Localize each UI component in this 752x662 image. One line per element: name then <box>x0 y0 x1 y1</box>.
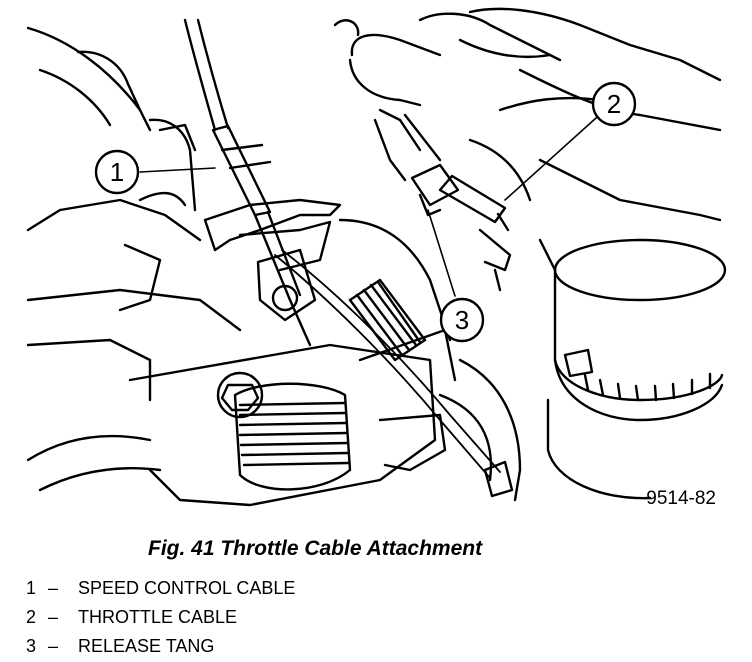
callout-2-number: 2 <box>607 89 621 119</box>
callout-3-circle <box>439 297 485 343</box>
legend-separator: – <box>48 578 59 598</box>
callout-1-leader <box>139 167 216 173</box>
throttle-cable <box>274 174 514 498</box>
callout-3-leader <box>427 209 456 297</box>
throttle-cable-illustration: 1 2 3 9514-82 <box>26 7 727 509</box>
callout-2-leader <box>504 117 597 201</box>
legend-number: 3 <box>26 636 37 656</box>
callout-1-number: 1 <box>110 157 124 187</box>
callout-3-number: 3 <box>455 305 469 335</box>
figure-caption: Fig. 41 Throttle Cable Attachment <box>148 537 483 560</box>
release-tang <box>403 113 460 217</box>
legend-label: RELEASE TANG <box>78 636 215 656</box>
throttle-bracket <box>203 198 342 322</box>
figure-id: 9514-82 <box>646 488 716 509</box>
legend-item: 2–THROTTLE CABLE <box>26 603 295 632</box>
legend-item: 3–RELEASE TANG <box>26 632 295 661</box>
legend-label: THROTTLE CABLE <box>78 607 238 627</box>
legend-label: SPEED CONTROL CABLE <box>78 578 296 598</box>
legend-item: 1–SPEED CONTROL CABLE <box>26 574 295 603</box>
callout-1-circle <box>94 149 140 195</box>
legend-number: 1 <box>26 578 37 598</box>
speed-control-cable <box>183 18 312 347</box>
legend: 1–SPEED CONTROL CABLE 2–THROTTLE CABLE 3… <box>26 574 295 661</box>
legend-number: 2 <box>26 607 37 627</box>
callout-2-circle <box>591 81 637 127</box>
legend-separator: – <box>48 636 59 656</box>
hands <box>333 7 722 222</box>
throttle-body <box>128 328 457 507</box>
legend-separator: – <box>48 607 59 627</box>
filter-canister <box>538 238 727 500</box>
engine-housing <box>26 26 242 492</box>
